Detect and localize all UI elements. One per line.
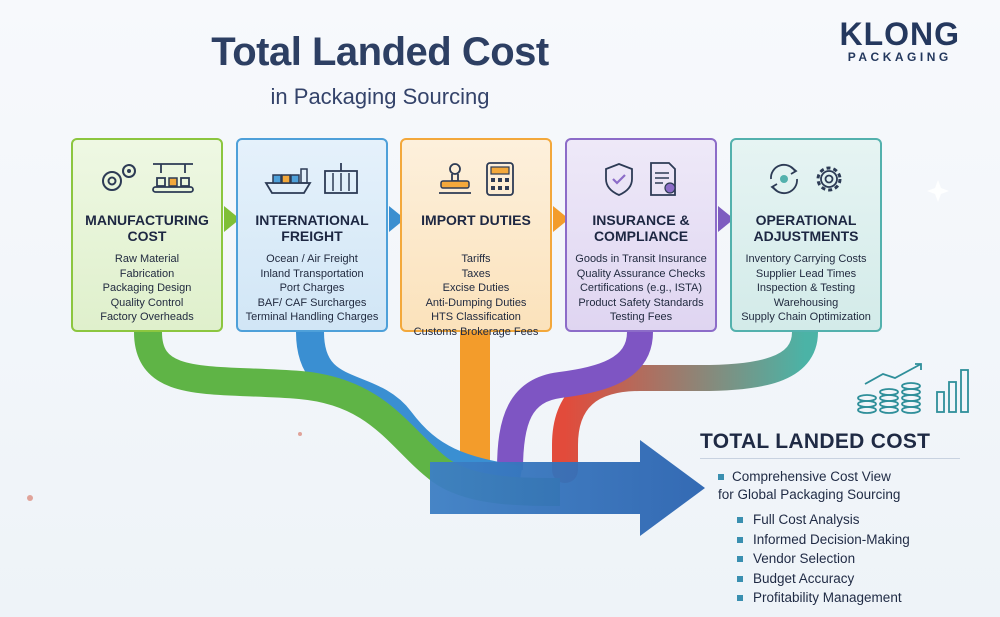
list-item: Raw Material <box>114 253 180 265</box>
list-item: Budget Accuracy <box>737 569 910 589</box>
calculator-icon <box>486 162 514 196</box>
summary-line-2: for Global Packaging Sourcing <box>718 487 901 502</box>
list-item: BAF/ CAF Surcharges <box>257 296 367 309</box>
list-item: Ocean / Air Freight <box>266 253 358 265</box>
dot-decor <box>298 432 302 436</box>
page-title: Total Landed Cost <box>211 30 549 74</box>
card-title: INTERNATIONAL FREIGHT <box>255 212 369 244</box>
benefit-label: Vendor Selection <box>753 551 856 566</box>
list-item: Fabrication <box>119 267 175 280</box>
card-import-duties: IMPORT DUTIES Tariffs Taxes Excise Dutie… <box>400 138 552 338</box>
ship-icon <box>264 168 312 194</box>
total-landed-cost-title: TOTAL LANDED COST <box>700 430 931 453</box>
benefit-label: Profitability Management <box>753 590 902 605</box>
list-item: Anti-Dumping Duties <box>425 296 527 309</box>
card-title: MANUFACTURING COST <box>85 212 209 244</box>
list-item: Supply Chain Optimization <box>741 311 871 323</box>
stamp-icon <box>439 163 471 194</box>
list-item: Customs Brokerage Fees <box>413 325 539 338</box>
list-item: Port Charges <box>279 282 345 294</box>
bullet-icon <box>737 556 743 563</box>
bullet-icon <box>737 517 743 524</box>
summary-text: Comprehensive Cost View for Global Packa… <box>718 468 900 504</box>
list-item: Profitability Management <box>737 588 910 608</box>
list-item: Full Cost Analysis <box>737 510 910 530</box>
list-item: Factory Overheads <box>100 311 194 323</box>
card-title: IMPORT DUTIES <box>421 212 531 228</box>
card-insurance-compliance: INSURANCE & COMPLIANCE Goods in Transit … <box>565 138 717 332</box>
list-item: Excise Duties <box>442 282 510 294</box>
sparkle-icon <box>927 180 949 202</box>
card-manufacturing-cost: MANUFACTURING COST Raw Material Fabricat… <box>71 138 223 332</box>
gears-icon <box>102 164 136 191</box>
brand-logo: KLONG PACKAGING <box>839 18 960 64</box>
list-item: Inventory Carrying Costs <box>745 253 867 265</box>
card-title: INSURANCE & COMPLIANCE <box>592 212 690 244</box>
cycle-icon <box>770 164 798 194</box>
merged-flow <box>430 440 705 536</box>
conveyor-icon <box>152 163 194 193</box>
list-item: Inspection & Testing <box>756 282 856 294</box>
list-item: Testing Fees <box>609 311 673 323</box>
list-item: HTS Classification <box>431 311 521 323</box>
card-operational-adjustments: OPERATIONAL ADJUSTMENTS Inventory Carryi… <box>730 138 882 332</box>
card-international-freight: INTERNATIONAL FREIGHT Ocean / Air Freigh… <box>236 138 388 332</box>
divider <box>700 458 960 459</box>
list-item: Warehousing <box>773 296 839 309</box>
list-item: Vendor Selection <box>737 549 910 569</box>
list-item: Product Safety Standards <box>578 296 704 309</box>
list-item: Inland Transportation <box>260 267 364 280</box>
container-icon <box>324 163 358 194</box>
flow-insurance <box>497 330 653 471</box>
list-item: Terminal Handling Charges <box>245 311 379 323</box>
benefit-label: Budget Accuracy <box>753 570 855 586</box>
benefits-list: Full Cost Analysis Informed Decision-Mak… <box>737 510 910 608</box>
coins-growth-icon <box>857 363 969 414</box>
logo-sub-text: PACKAGING <box>847 50 952 64</box>
summary-line-1: Comprehensive Cost View <box>732 469 891 484</box>
flow-operational <box>552 319 818 483</box>
list-item: Packaging Design <box>102 282 192 294</box>
bullet-icon <box>737 575 743 582</box>
list-item: Certifications (e.g., ISTA) <box>579 282 703 294</box>
page-subtitle: in Packaging Sourcing <box>270 84 490 109</box>
list-item: Taxes <box>461 267 491 280</box>
card-title: OPERATIONAL ADJUSTMENTS <box>753 212 859 244</box>
certificate-icon <box>650 162 676 196</box>
dot-decor <box>27 495 33 501</box>
list-item: Quality Control <box>110 296 184 309</box>
gear-icon <box>816 166 842 192</box>
bullet-icon <box>737 536 743 543</box>
bullet-icon <box>718 474 724 481</box>
bullet-icon <box>737 595 743 602</box>
shield-icon <box>605 163 633 196</box>
list-item: Quality Assurance Checks <box>576 267 706 280</box>
list-item: Goods in Transit Insurance <box>575 253 707 265</box>
benefit-label: Informed Decision-Making <box>753 531 910 547</box>
benefit-label: Full Cost Analysis <box>753 512 860 527</box>
logo-main-text: KLONG <box>839 16 960 52</box>
list-item: Supplier Lead Times <box>755 267 857 280</box>
list-item: Tariffs <box>461 253 491 265</box>
list-item: Informed Decision-Making <box>737 530 910 550</box>
